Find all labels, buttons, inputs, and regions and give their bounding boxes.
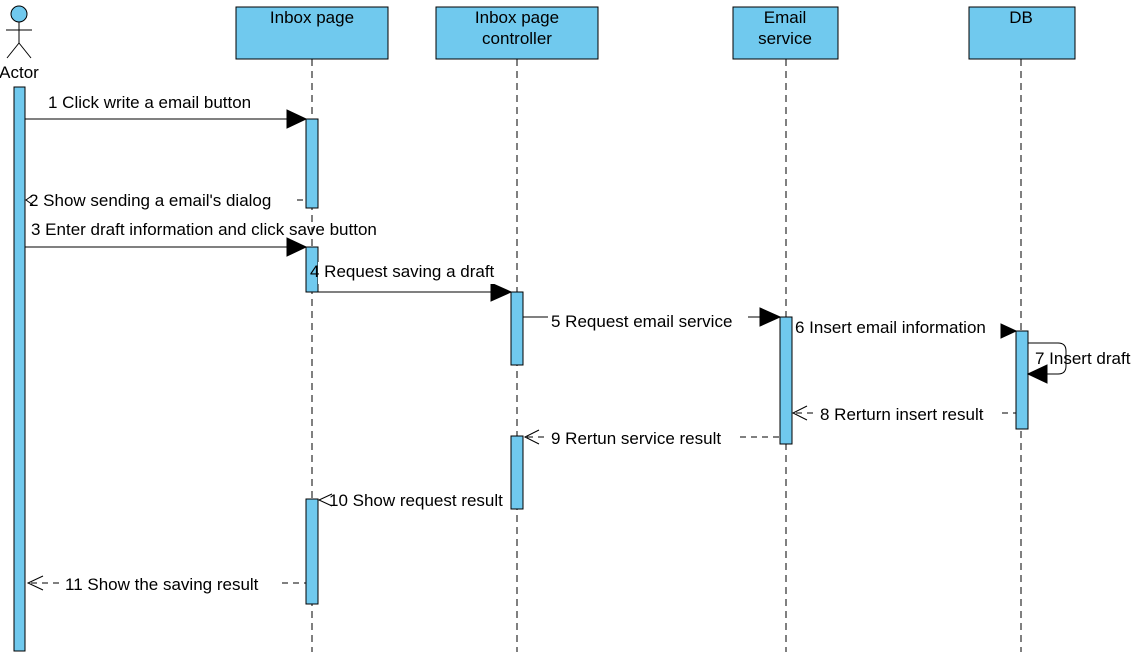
participant-box [968,6,1076,60]
participant-box [235,6,389,60]
participant-inbox-page-controller: Inbox page controller [435,6,599,60]
arrowhead-icon [490,282,513,302]
activation-bar-email-service [779,316,793,445]
message-label: 8 Rerturn insert result [820,405,984,424]
actor-right-leg [18,42,32,59]
participant-inbox-page: Inbox page [235,6,389,60]
message-label: 6 Insert email information [795,318,986,337]
actor-figure [6,5,32,59]
message-label: 4 Request saving a draft [310,262,495,281]
arrowhead-icon [1026,364,1048,384]
message-label: 10 Show request result [329,491,503,510]
label-background [318,262,512,284]
message-label: 5 Request email service [551,312,732,331]
arrowhead-icon [286,109,308,129]
activation-bar-controller [510,435,524,510]
message-label: 11 Show the saving result [65,575,259,594]
message-label: 3 Enter draft information and click save… [31,220,377,239]
open-arrowhead-icon [26,575,44,591]
open-arrowhead-icon [523,429,540,445]
arrowhead-icon [759,307,782,327]
participant-db: DB [968,6,1076,60]
activation-bar-inbox-page [305,498,319,605]
activation-bar-inbox-page [305,118,319,209]
participant-label: Inbox page [475,8,559,27]
actor-head [10,5,28,23]
participant-email-service: Email service [732,6,839,60]
activation-bar-db [1015,330,1029,430]
open-arrowhead-icon [791,405,808,421]
actor-left-leg [6,42,20,59]
activation-bar-controller [510,291,524,366]
message-label: 7 Insert draft [1035,349,1131,368]
self-call-arrow [1028,342,1067,375]
participant-label: Email [764,8,807,27]
participant-label-line2: controller [482,29,552,48]
open-arrowhead-icon [25,194,34,206]
participant-box [435,6,599,60]
open-arrowhead-icon [317,493,333,507]
message-label: 1 Click write a email button [48,93,251,112]
message-label: 2 Show sending a email's dialog [29,191,271,210]
actor-label: Actor [0,63,39,82]
message-label: 9 Rertun service result [551,429,721,448]
actor-activation-bar [13,86,26,652]
participant-box [732,6,839,60]
arrowhead-icon [1000,323,1018,339]
participant-label: Inbox page [270,8,354,27]
participant-label: DB [1009,8,1033,27]
arrowhead-icon [286,237,308,257]
participant-label-line2: service [758,29,812,48]
